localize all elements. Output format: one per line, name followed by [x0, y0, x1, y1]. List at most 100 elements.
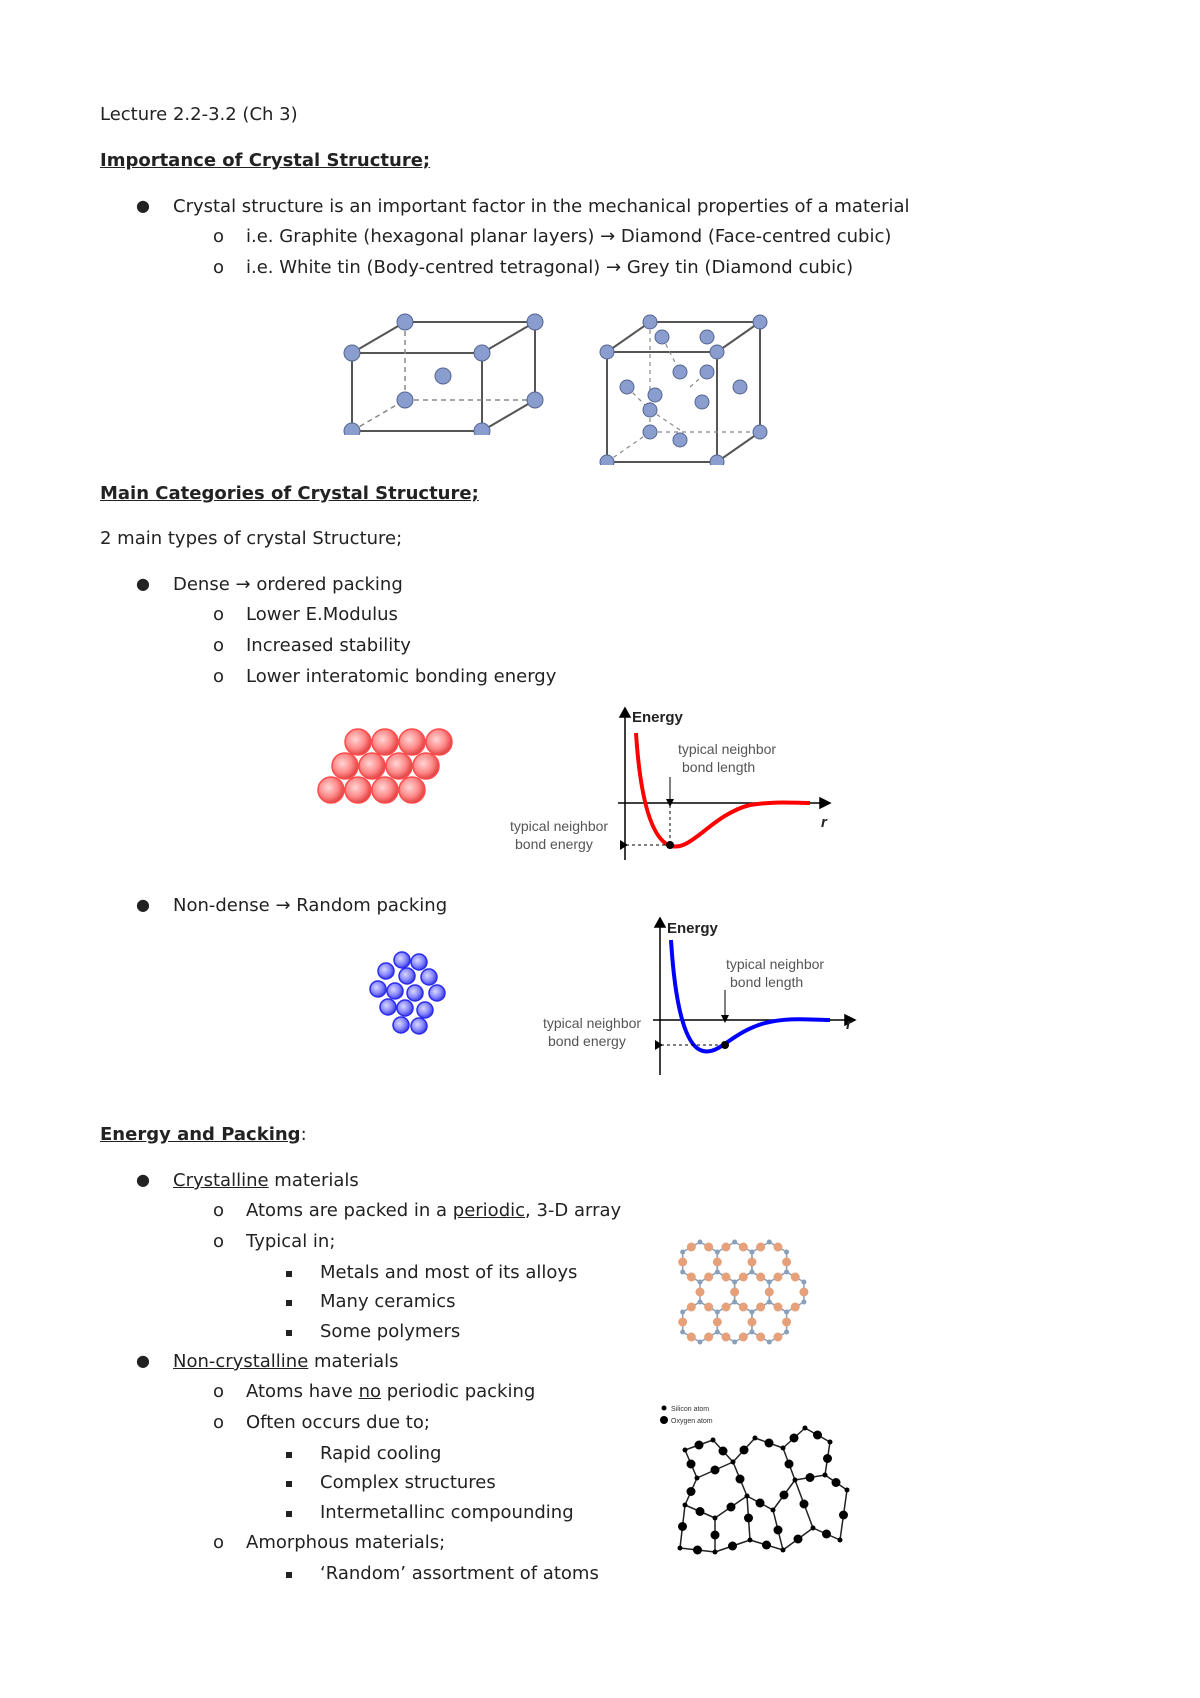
sub-bullet-lower-modulus: Lower E.Modulus: [246, 604, 398, 625]
dense-packing-figure: [317, 728, 453, 804]
sub-bullet-marker: o: [213, 1381, 225, 1402]
square-bullet: [286, 1572, 292, 1578]
energy-axis-label: Energy: [632, 709, 684, 726]
lattice-atom: [730, 1287, 740, 1297]
silicon-atom: [682, 1502, 688, 1508]
lattice-atom: [747, 1257, 757, 1267]
often-intermetallic: Intermetallinc compounding: [320, 1502, 574, 1523]
oxygen-atom: [805, 1473, 815, 1482]
sub-bullet-marker: o: [213, 257, 225, 278]
bct-unit-cell-figure: [343, 313, 544, 435]
lattice-atom: [801, 1299, 807, 1305]
lattice-atom: [738, 1302, 748, 1312]
lattice-atom: [686, 1242, 696, 1252]
silicon-atom: [792, 1477, 798, 1483]
lecture-title: Lecture 2.2-3.2 (Ch 3): [100, 104, 298, 125]
silicon-atom: [747, 1537, 753, 1543]
sub-bullet-marker: o: [213, 635, 225, 656]
bullet-dot: ●: [136, 1351, 150, 1370]
sub-bullet-marker: o: [213, 1532, 225, 1553]
oxygen-atom: [686, 1487, 696, 1496]
sub-bullet-marker: o: [213, 1200, 225, 1221]
bullet-nondense: Non-dense → Random packing: [173, 895, 448, 916]
lattice-atom: [738, 1242, 748, 1252]
square-bullet: [286, 1511, 292, 1517]
energy-axis-label: Energy: [667, 920, 719, 937]
periodic-post: , 3-D array: [525, 1200, 622, 1221]
sub-bullet-marker: o: [213, 1231, 225, 1252]
oxygen-atom: [813, 1430, 822, 1440]
lattice-atom: [680, 1329, 686, 1335]
legend-oxygen: Oxygen atom: [671, 1418, 713, 1425]
r-axis-label: r: [846, 1016, 853, 1033]
sub-bullet-marker: o: [213, 604, 225, 625]
lattice-atom: [704, 1242, 714, 1252]
silicon-atom: [712, 1549, 718, 1555]
silicon-atom: [682, 1447, 688, 1453]
r-axis-label: r: [821, 814, 828, 831]
lattice-atom: [680, 1309, 686, 1315]
periodic-word: periodic: [452, 1200, 526, 1221]
lattice-atom: [756, 1332, 766, 1342]
noncrystalline-word: Non-crystalline: [173, 1351, 309, 1372]
lattice-atom: [704, 1302, 714, 1312]
bond-energy-label: typical neighbor: [543, 1015, 641, 1031]
nonperiodic-pre: Atoms have: [246, 1381, 359, 1402]
silicon-atom: [780, 1445, 786, 1451]
silicon-atom: [822, 1472, 828, 1478]
bullet-noncrystalline: Non-crystalline materials: [173, 1351, 399, 1373]
often-rapid-cooling: Rapid cooling: [320, 1443, 442, 1464]
lattice-atom: [756, 1302, 766, 1312]
bond-length-label: bond length: [730, 974, 803, 990]
lattice-atom: [749, 1249, 755, 1255]
lattice-atom: [784, 1249, 790, 1255]
amorphous-random: ‘Random’ assortment of atoms: [320, 1563, 599, 1584]
sub-bullet-often: Often occurs due to;: [246, 1412, 430, 1433]
lattice-atom: [721, 1302, 731, 1312]
silicon-atom: [780, 1547, 786, 1553]
legend-silicon: Silicon atom: [671, 1406, 709, 1413]
typical-metals: Metals and most of its alloys: [320, 1262, 578, 1283]
nonperiodic-post: periodic packing: [381, 1381, 536, 1402]
lattice-atom: [697, 1239, 703, 1245]
sub-bullet-graphite: i.e. Graphite (hexagonal planar layers) …: [246, 226, 892, 247]
lattice-atom: [766, 1299, 772, 1305]
lattice-atom: [766, 1239, 772, 1245]
dense-energy-graph: Energy typical neighbor bond length typi…: [510, 706, 832, 860]
sub-bullet-increased-stability: Increased stability: [246, 635, 411, 656]
lattice-atom: [695, 1287, 705, 1297]
sub-bullet-no-periodic: Atoms have no periodic packing: [246, 1381, 535, 1403]
intro-two-types: 2 main types of crystal Structure;: [100, 528, 403, 549]
lattice-atom: [678, 1317, 688, 1327]
oxygen-atom: [678, 1522, 687, 1531]
lattice-atom: [784, 1269, 790, 1275]
lattice-atom: [738, 1332, 748, 1342]
bond-energy-label: typical neighbor: [510, 818, 608, 834]
oxygen-atom: [779, 1490, 789, 1500]
lattice-atom: [714, 1309, 720, 1315]
lattice-atom: [799, 1287, 809, 1297]
sub-bullet-amorphous: Amorphous materials;: [246, 1532, 446, 1553]
silicon-atom: [802, 1425, 808, 1431]
nondense-energy-curve: [669, 939, 831, 1054]
lattice-atom: [782, 1317, 792, 1327]
square-bullet: [286, 1481, 292, 1487]
heading-colon: :: [300, 1124, 307, 1145]
lattice-atom: [738, 1272, 748, 1282]
sub-bullet-marker: o: [213, 1412, 225, 1433]
lattice-atom: [773, 1242, 783, 1252]
lattice-atom: [756, 1242, 766, 1252]
lattice-atom: [773, 1302, 783, 1312]
silicon-atom: [810, 1525, 816, 1531]
crystalline-word: Crystalline: [173, 1170, 269, 1191]
often-complex-structures: Complex structures: [320, 1472, 496, 1493]
lattice-atom: [773, 1272, 783, 1282]
bond-length-label: typical neighbor: [678, 741, 776, 757]
bullet-dot: ●: [136, 1170, 150, 1189]
heading-importance: Importance of Crystal Structure;: [100, 150, 431, 171]
silicon-atom: [694, 1475, 700, 1481]
lattice-atom: [714, 1249, 720, 1255]
oxygen-atom: [710, 1530, 720, 1540]
bullet-dot: ●: [136, 895, 150, 914]
diamond-cubic-cell-figure: [599, 314, 768, 465]
